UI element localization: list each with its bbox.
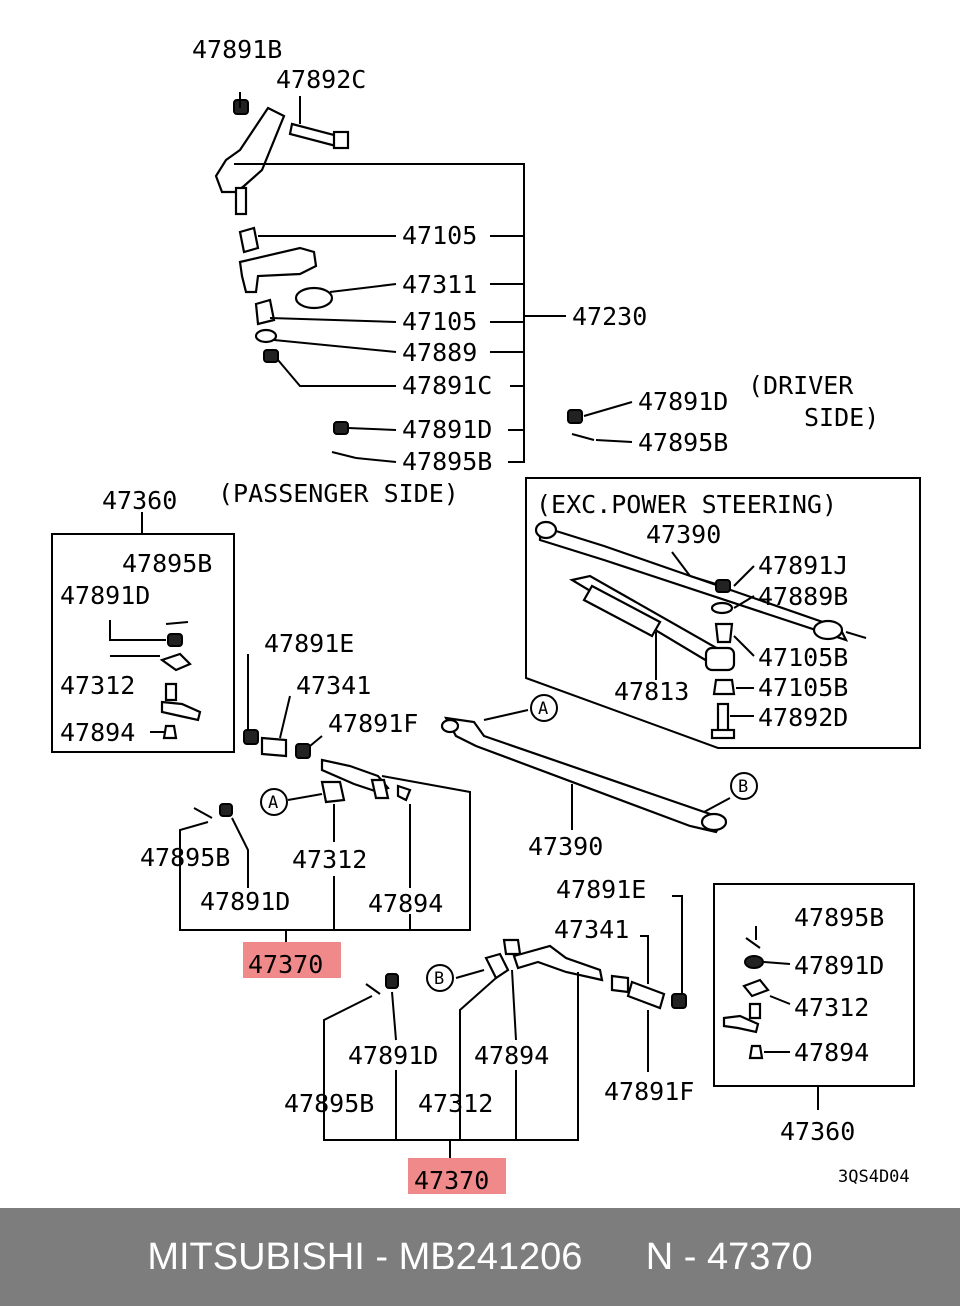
bushing2-shape bbox=[254, 298, 276, 326]
label-driver-side-2: SIDE) bbox=[804, 403, 879, 432]
label-47891E-mid: 47891E bbox=[264, 629, 354, 658]
label-47360-left: 47360 bbox=[102, 486, 177, 515]
right-47360-box bbox=[713, 883, 915, 1110]
washer-shape bbox=[254, 328, 278, 344]
exc-power-steering-box bbox=[525, 477, 921, 749]
bracket-shape bbox=[214, 106, 286, 194]
footer-gap bbox=[582, 1236, 645, 1279]
label-47105-b: 47105 bbox=[402, 307, 477, 336]
label-47895B-right: 47895B bbox=[794, 903, 884, 932]
label-47891D-left: 47891D bbox=[60, 581, 150, 610]
label-47891E-low: 47891E bbox=[556, 875, 646, 904]
label-47892C: 47892C bbox=[276, 65, 366, 94]
label-47891D-top: 47891D bbox=[402, 415, 492, 444]
callout-a-1: A bbox=[268, 793, 278, 813]
label-47891D-driver: 47891D bbox=[638, 387, 728, 416]
label-47895B-left: 47895B bbox=[122, 549, 212, 578]
bolt-head-shape bbox=[332, 130, 350, 150]
label-47889: 47889 bbox=[402, 338, 477, 367]
label-47390-mid: 47390 bbox=[528, 832, 603, 861]
label-47895B-driver: 47895B bbox=[638, 428, 728, 457]
label-47894-mid: 47894 bbox=[368, 889, 443, 918]
label-47895B-top: 47895B bbox=[402, 447, 492, 476]
footer-ref: 47370 bbox=[706, 1235, 813, 1278]
drawing-code: 3QS4D04 bbox=[838, 1167, 910, 1187]
label-47311: 47311 bbox=[402, 270, 477, 299]
label-47370-b: 47370 bbox=[414, 1166, 489, 1195]
label-47105B-1: 47105B bbox=[758, 643, 848, 672]
label-47312-mid: 47312 bbox=[292, 845, 367, 874]
label-47894-low: 47894 bbox=[474, 1041, 549, 1070]
label-exc-power-steering: (EXC.POWER STEERING) bbox=[536, 490, 837, 519]
label-47312-low: 47312 bbox=[418, 1089, 493, 1118]
label-47370-a: 47370 bbox=[248, 950, 323, 979]
idler-arm-assembly bbox=[214, 99, 357, 459]
footer-brand: MITSUBISHI bbox=[147, 1235, 365, 1278]
label-47891F-mid: 47891F bbox=[328, 709, 418, 738]
label-47105-a: 47105 bbox=[402, 221, 477, 250]
nut2-shape bbox=[263, 349, 279, 363]
label-47312-left: 47312 bbox=[60, 671, 135, 700]
label-47894-right: 47894 bbox=[794, 1038, 869, 1067]
label-47891F-low: 47891F bbox=[604, 1077, 694, 1106]
bracket-shaft-shape bbox=[234, 186, 248, 216]
label-passenger-side: (PASSENGER SIDE) bbox=[218, 479, 459, 508]
label-47895B-low: 47895B bbox=[284, 1089, 374, 1118]
arm-body-shape bbox=[238, 246, 318, 294]
bushing-shape bbox=[238, 226, 260, 254]
label-47895B-mid: 47895B bbox=[140, 843, 230, 872]
footer-separator-1: - bbox=[364, 1235, 399, 1278]
label-47891D-right: 47891D bbox=[794, 951, 884, 980]
part-info-footer: MITSUBISHI - MB241206 N - 47370 bbox=[0, 1208, 960, 1306]
highlight-47370-b bbox=[408, 1158, 506, 1194]
label-47889B: 47889B bbox=[758, 582, 848, 611]
highlight-47370-a bbox=[243, 942, 341, 978]
left-47360-box bbox=[51, 512, 235, 753]
label-driver-side-1: (DRIVER bbox=[748, 371, 854, 400]
footer-part-number: MB241206 bbox=[398, 1235, 583, 1278]
callout-a-2: A bbox=[538, 699, 548, 719]
callout-b-1: B bbox=[738, 777, 748, 797]
label-47894-left: 47894 bbox=[60, 718, 135, 747]
label-47891B-top: 47891B bbox=[192, 35, 282, 64]
pin-shape bbox=[331, 451, 357, 459]
label-47813: 47813 bbox=[614, 677, 689, 706]
label-47360-right: 47360 bbox=[780, 1117, 855, 1146]
callout-b-2: B bbox=[434, 969, 444, 989]
label-47892D: 47892D bbox=[758, 703, 848, 732]
driver-side-parts bbox=[567, 401, 633, 443]
label-47891D-low: 47891D bbox=[348, 1041, 438, 1070]
label-47312-right: 47312 bbox=[794, 993, 869, 1022]
tie-rod-b-assembly bbox=[323, 895, 687, 1160]
label-47105B-2: 47105B bbox=[758, 673, 848, 702]
label-47891D-mid: 47891D bbox=[200, 887, 290, 916]
top-leaders bbox=[234, 92, 566, 463]
tie-rod-a-assembly bbox=[179, 654, 471, 944]
bolt-shape bbox=[288, 122, 340, 148]
footer-separator-2: - bbox=[673, 1235, 707, 1278]
footer-position: N bbox=[645, 1235, 674, 1278]
label-47390-box: 47390 bbox=[646, 520, 721, 549]
label-47341-mid: 47341 bbox=[296, 671, 371, 700]
nut3-shape bbox=[333, 421, 349, 435]
label-47891C: 47891C bbox=[402, 371, 492, 400]
relay-rod-assembly bbox=[440, 694, 758, 834]
parts-diagram: 47891B 47892C 47105 47311 47105 47230 47… bbox=[51, 35, 921, 1195]
label-47891J: 47891J bbox=[758, 551, 848, 580]
label-47341-low: 47341 bbox=[554, 915, 629, 944]
label-47230: 47230 bbox=[572, 302, 647, 331]
seal-shape bbox=[294, 286, 334, 310]
